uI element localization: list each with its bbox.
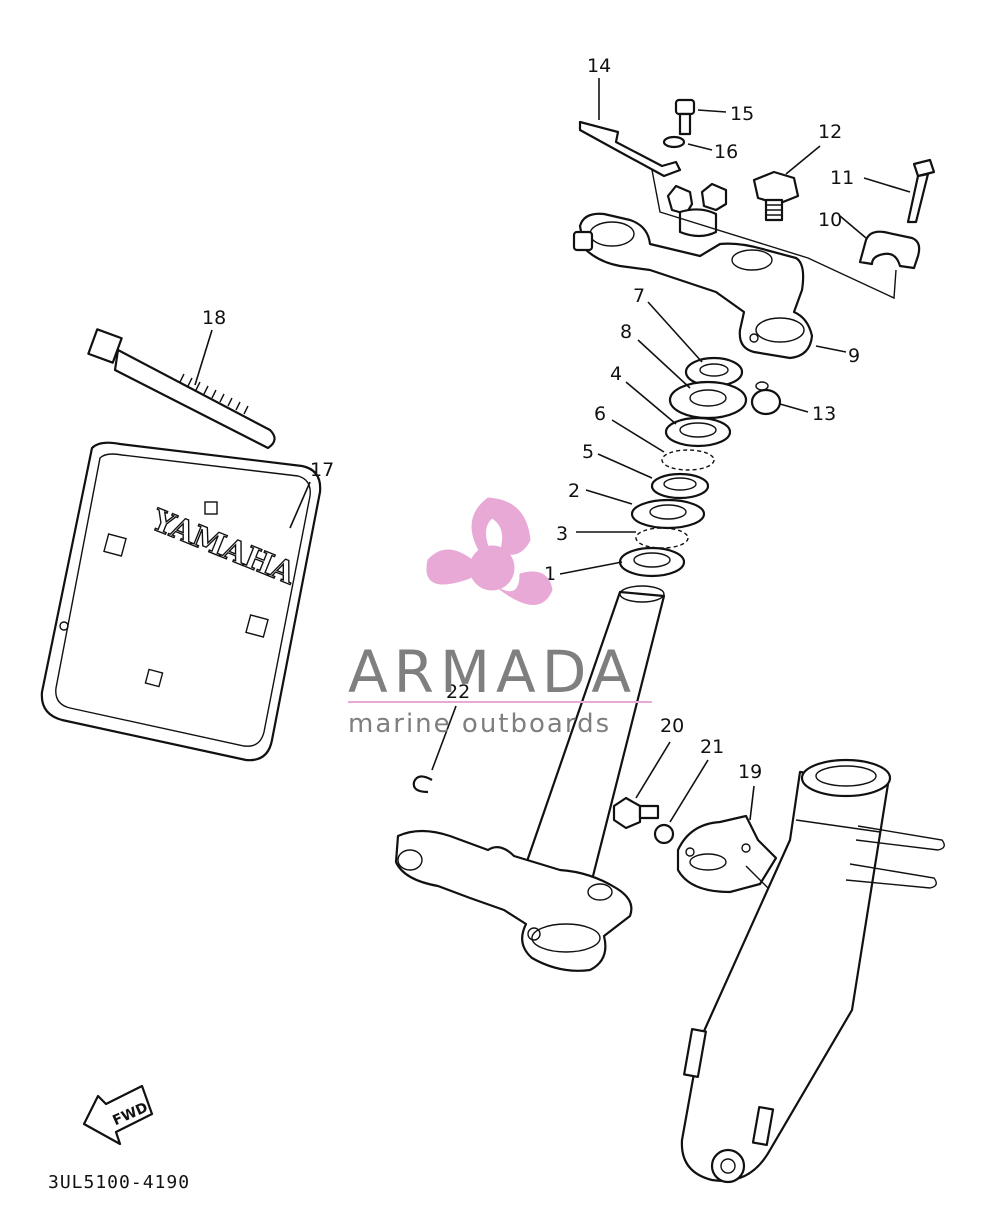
- watermark-brand: ARMADA: [348, 638, 637, 706]
- circlip-part-22[interactable]: [412, 775, 433, 794]
- washer-part-8[interactable]: [668, 380, 748, 420]
- bolt-part-20[interactable]: [612, 796, 660, 830]
- callout-20: 20: [660, 715, 684, 737]
- ball-bearings-part-6[interactable]: [661, 449, 715, 471]
- callout-2: 2: [568, 480, 580, 502]
- callout-12: 12: [818, 121, 842, 143]
- callout-9: 9: [848, 345, 860, 367]
- callout-17: 17: [310, 459, 334, 481]
- number-plate-part-17[interactable]: YAMAHA: [40, 441, 322, 762]
- watermark-tagline: marine outboards: [348, 709, 611, 739]
- steering-stem-nut-part-12[interactable]: [752, 170, 800, 222]
- cable-tie-part-18[interactable]: [87, 328, 276, 450]
- callout-3: 3: [556, 523, 568, 545]
- upper-bracket-part-9[interactable]: [572, 182, 814, 360]
- callout-6: 6: [594, 403, 606, 425]
- steering-stem-lower-bracket[interactable]: [394, 585, 666, 972]
- callout-19: 19: [738, 761, 762, 783]
- callout-10: 10: [818, 209, 842, 231]
- callout-18: 18: [202, 307, 226, 329]
- lock-washer-part-21[interactable]: [653, 823, 675, 845]
- callout-11: 11: [830, 167, 854, 189]
- callout-14: 14: [587, 55, 611, 77]
- bearing-race-part-1[interactable]: [618, 546, 686, 578]
- callout-16: 16: [714, 141, 738, 163]
- fwd-arrow-icon: FWD: [82, 1084, 154, 1146]
- front-fork-part-19[interactable]: [676, 758, 945, 1184]
- cap-part-13[interactable]: [750, 381, 782, 416]
- part-code: 3UL5100-4190: [48, 1172, 190, 1193]
- callout-5: 5: [582, 441, 594, 463]
- callout-8: 8: [620, 321, 632, 343]
- callout-22: 22: [446, 681, 470, 703]
- bolt-part-15[interactable]: [674, 98, 696, 136]
- callout-4: 4: [610, 363, 622, 385]
- dust-seal-part-2[interactable]: [630, 498, 706, 530]
- bolt-part-11[interactable]: [906, 158, 936, 224]
- callout-15: 15: [730, 103, 754, 125]
- callout-7: 7: [633, 285, 645, 307]
- armada-watermark: ARMADA marine outboards: [348, 497, 652, 739]
- propeller-logo-icon: [426, 497, 553, 605]
- callout-13: 13: [812, 403, 836, 425]
- wire-guide-part-14[interactable]: [578, 120, 682, 178]
- callout-21: 21: [700, 736, 724, 758]
- bearing-race-part-4[interactable]: [664, 416, 732, 448]
- bearing-race-part-5[interactable]: [650, 472, 710, 500]
- washer-part-16[interactable]: [662, 135, 686, 149]
- ball-bearings-part-3[interactable]: [635, 527, 689, 549]
- handlebar-clamp-part-10[interactable]: [858, 230, 921, 270]
- callout-labels: 1 2 3 4 5 6 7 8 9 10 11 12 13 14 15 16 1…: [202, 55, 860, 783]
